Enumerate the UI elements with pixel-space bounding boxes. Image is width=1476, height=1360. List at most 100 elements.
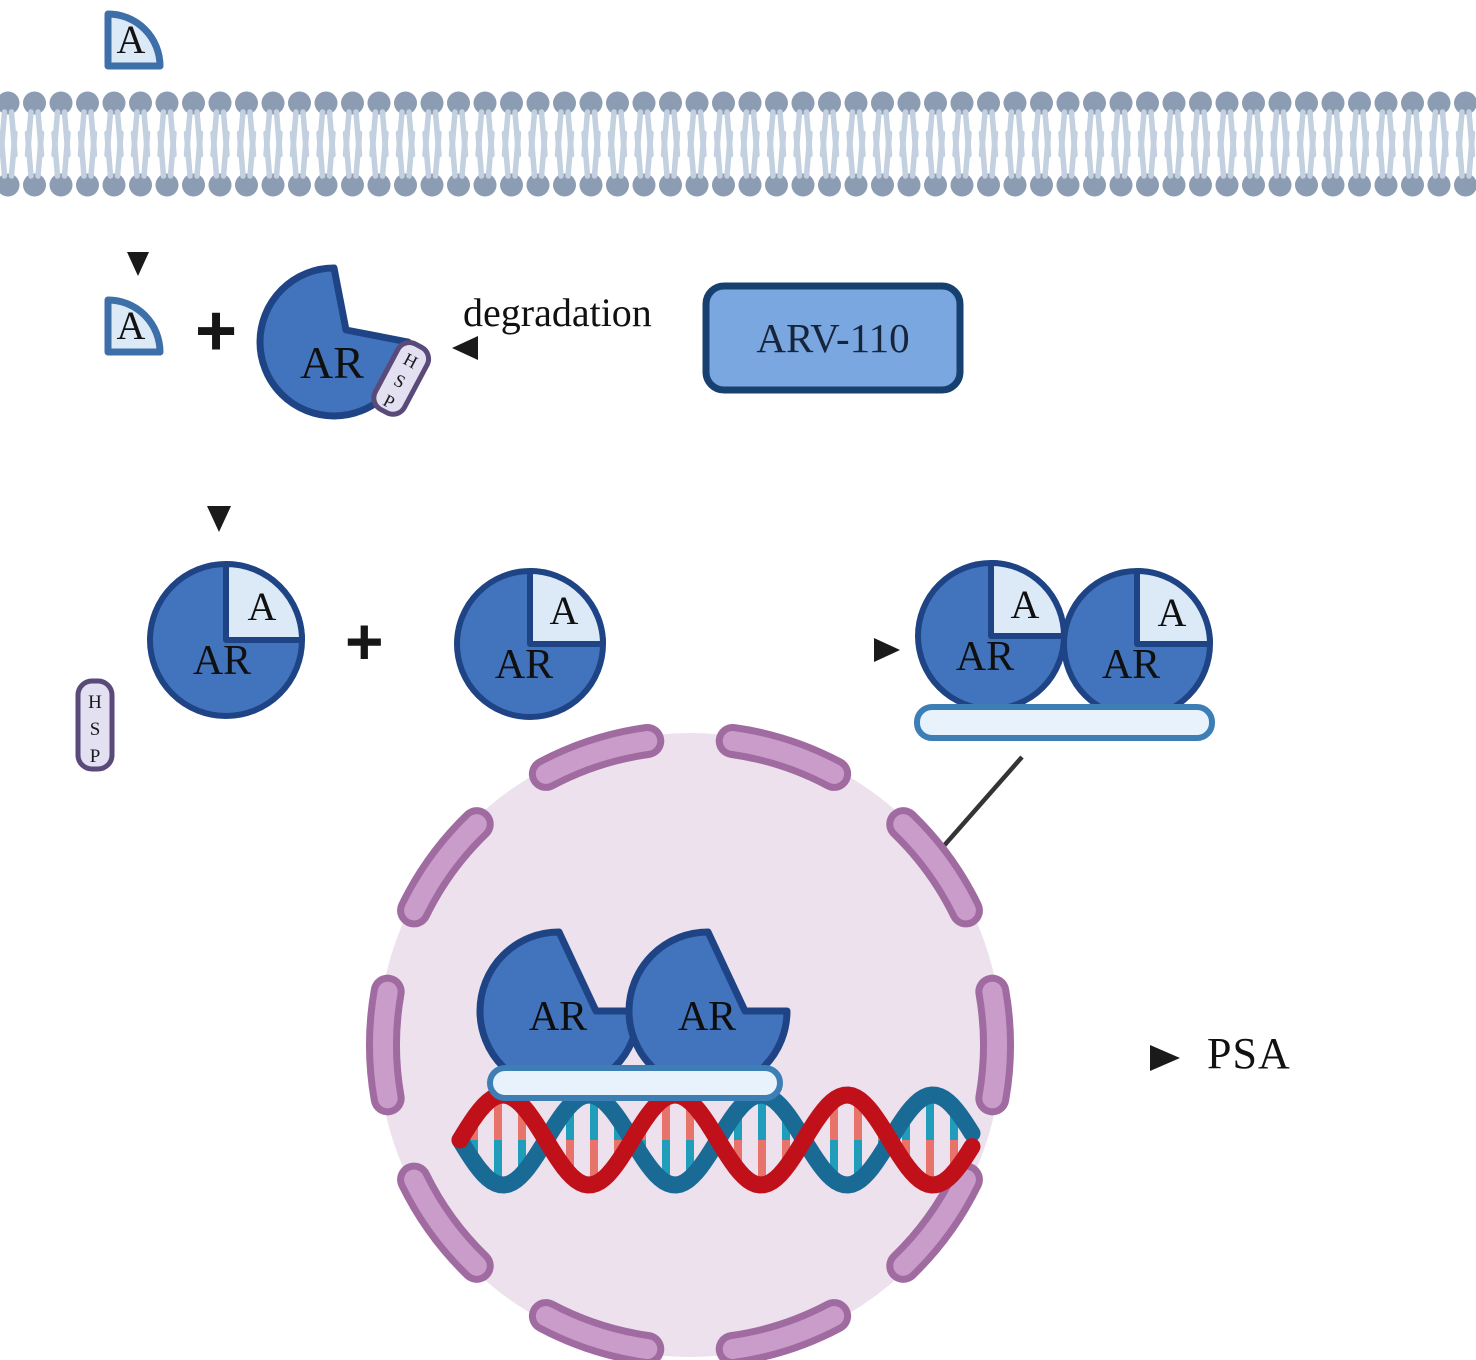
nuclear-pore-segment-inner bbox=[722, 730, 845, 784]
psa-label: PSA bbox=[1207, 1029, 1291, 1078]
nuclear-envelope bbox=[366, 723, 1014, 1360]
plus-sign-binding: + bbox=[195, 291, 238, 371]
androgen-label: A bbox=[1011, 582, 1040, 627]
dna-binding-platform bbox=[914, 704, 1215, 741]
lipid-molecule bbox=[1136, 133, 1159, 197]
lipid-molecule bbox=[553, 133, 576, 197]
degradation-arrow bbox=[452, 336, 700, 360]
androgen-label: A bbox=[248, 584, 277, 629]
lipid-molecule bbox=[527, 133, 550, 197]
lipid-molecule bbox=[421, 133, 444, 197]
androgen-label: A bbox=[550, 588, 579, 633]
lipid-molecule bbox=[262, 133, 285, 197]
lipid-molecule bbox=[103, 133, 126, 197]
lipid-molecule bbox=[633, 133, 656, 197]
arv110-box[interactable] bbox=[702, 282, 964, 394]
ar-dimer-left: A AR bbox=[915, 560, 1067, 712]
lipid-molecule bbox=[1401, 133, 1424, 197]
lipid-molecule bbox=[1428, 133, 1451, 197]
nuclear-pore-segment-inner bbox=[893, 1169, 976, 1276]
nuclear-pore-segment-inner bbox=[722, 1306, 845, 1360]
lipid-molecule bbox=[1348, 133, 1371, 197]
svg-text:S: S bbox=[90, 719, 101, 740]
lipid-molecule bbox=[1375, 133, 1398, 197]
nuclear-pore-segment-inner bbox=[893, 814, 976, 921]
lipid-molecule bbox=[1030, 133, 1053, 197]
ar-dimer-right: A AR bbox=[1061, 568, 1213, 720]
lipid-molecule bbox=[1269, 133, 1292, 197]
nuclear-pore-segment-inner bbox=[373, 981, 398, 1109]
lipid-molecule bbox=[1004, 133, 1027, 197]
lipid-molecule bbox=[739, 133, 762, 197]
lipid-molecule bbox=[1242, 133, 1265, 197]
lipid-molecule bbox=[500, 133, 523, 197]
membrane-outer-leaflet bbox=[0, 92, 1476, 156]
dna-binding-platform-nuclear bbox=[487, 1065, 783, 1101]
ar-hsp-complex: AR H S P bbox=[256, 264, 432, 420]
ar-label: AR bbox=[300, 337, 364, 388]
androgen-label: A bbox=[117, 17, 146, 62]
nuclear-pore-segment-inner bbox=[404, 814, 487, 921]
lipid-molecule bbox=[368, 133, 391, 197]
svg-text:H: H bbox=[88, 692, 102, 713]
lipid-molecule bbox=[129, 133, 152, 197]
nucleus: AR AR bbox=[366, 723, 1014, 1360]
psa-transcription-arrow bbox=[900, 1045, 1180, 1071]
ar-monomer-left: A AR bbox=[147, 561, 305, 719]
lipid-molecule bbox=[288, 133, 311, 197]
lipid-molecule bbox=[1083, 133, 1106, 197]
lipid-molecule bbox=[977, 133, 1000, 197]
lipid-molecule bbox=[924, 133, 947, 197]
lipid-molecule bbox=[209, 133, 232, 197]
nuclear-pore-segment-inner bbox=[535, 1306, 658, 1360]
plus-sign-dimerization: + bbox=[345, 604, 384, 678]
nuclear-pore-segment-inner bbox=[404, 1169, 487, 1276]
ar-dimer: A AR A AR bbox=[914, 560, 1215, 741]
ar-label: AR bbox=[1102, 642, 1160, 688]
androgen-cytoplasmic: A bbox=[104, 296, 164, 356]
lipid-molecule bbox=[606, 133, 629, 197]
lipid-molecule bbox=[765, 133, 788, 197]
hsp-tag: H S P bbox=[371, 340, 432, 417]
lipid-molecule bbox=[898, 133, 921, 197]
lipid-molecule bbox=[1454, 133, 1476, 197]
lipid-molecule bbox=[341, 133, 364, 197]
hsp-free: H S P bbox=[75, 678, 115, 772]
lipid-molecule bbox=[871, 133, 894, 197]
lipid-molecule bbox=[23, 133, 46, 197]
lipid-molecule bbox=[1295, 133, 1318, 197]
lipid-molecule bbox=[1216, 133, 1239, 197]
lipid-molecule bbox=[686, 133, 709, 197]
lipid-molecule bbox=[182, 133, 205, 197]
lipid-molecule bbox=[0, 133, 20, 197]
lipid-molecule bbox=[1189, 133, 1212, 197]
lipid-molecule bbox=[76, 133, 99, 197]
lipid-molecule bbox=[235, 133, 258, 197]
lipid-molecule bbox=[50, 133, 73, 197]
lipid-molecule bbox=[474, 133, 497, 197]
lipid-molecule bbox=[712, 133, 735, 197]
androgen-label: A bbox=[117, 303, 146, 348]
plasma-membrane bbox=[0, 92, 1476, 197]
arv110-label[interactable]: ARV-110 bbox=[756, 315, 910, 361]
nuclear-pore-segment-inner bbox=[535, 730, 658, 784]
lipid-molecule bbox=[845, 133, 868, 197]
ar-label: AR bbox=[495, 642, 553, 688]
nuclear-pore-segment-inner bbox=[982, 981, 1007, 1109]
lipid-molecule bbox=[580, 133, 603, 197]
androgen-extracellular: A bbox=[104, 10, 164, 70]
dna-strand-red bbox=[451, 1086, 981, 1194]
dna-double-helix bbox=[451, 1086, 981, 1194]
lipid-molecule bbox=[156, 133, 179, 197]
ar-label: AR bbox=[956, 634, 1014, 680]
lipid-molecule bbox=[1322, 133, 1345, 197]
lipid-molecule bbox=[394, 133, 417, 197]
ar-label: AR bbox=[529, 994, 587, 1040]
membrane-inner-leaflet bbox=[0, 133, 1476, 197]
ar-label: AR bbox=[678, 994, 736, 1040]
lipid-molecule bbox=[447, 133, 470, 197]
lipid-molecule bbox=[1110, 133, 1133, 197]
binding-arrow bbox=[207, 404, 231, 532]
